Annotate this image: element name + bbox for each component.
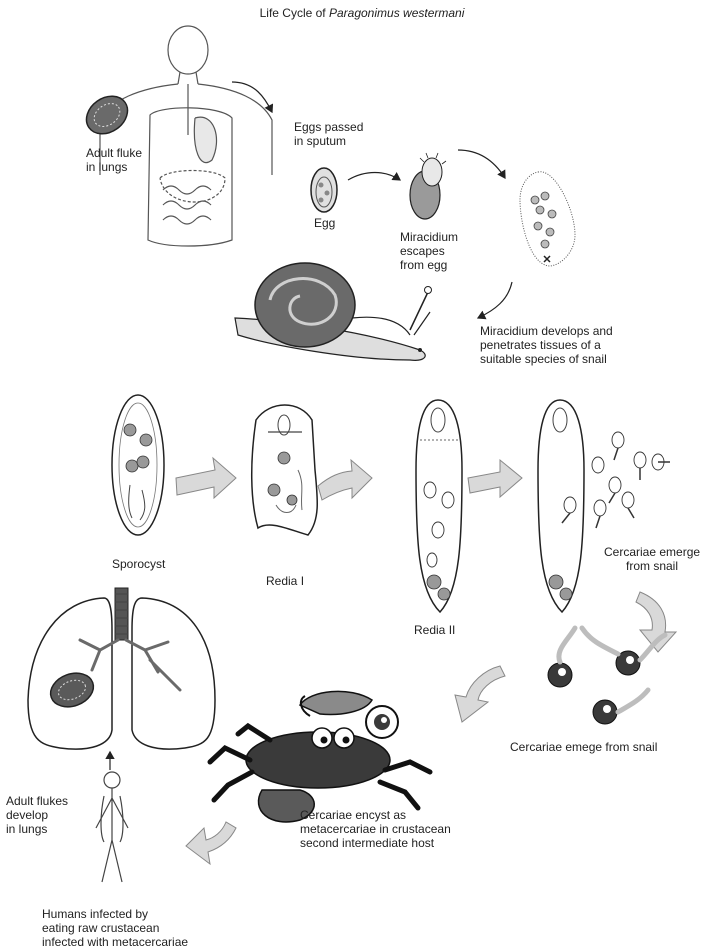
miracidium-body-figure [520,172,575,266]
redia-2-figure [416,400,462,612]
label-cercariae-emege: Cercariae emege from snail [510,740,657,754]
sporocyst-figure [112,395,164,535]
redia-1-figure [252,405,318,535]
label-line: in sputum [294,134,363,148]
label-line: suitable species of snail [480,352,613,366]
egg-figure [311,168,337,212]
arrow-to-snail [478,282,512,318]
label-line: Cercariae emege from snail [510,740,657,754]
label-cercariae-emerge: Cercariae emerge from snail [604,545,700,573]
label-line: Miracidium [400,230,458,244]
label-line: escapes [400,244,458,258]
label-line: second intermediate host [300,836,451,850]
label-redia-1: Redia I [266,574,304,588]
label-line: penetrates tissues of a [480,338,613,352]
lungs-figure [28,588,215,749]
label-adult-fluke-lungs: Adult fluke in lungs [86,146,142,174]
label-redia-2: Redia II [414,623,455,637]
label-cercariae-encyst: Cercariae encyst as metacercariae in cru… [300,808,451,850]
label-eggs-passed: Eggs passed in sputum [294,120,363,148]
arrow-egg-to-miracidium [348,173,400,181]
label-line: eating raw crustacean [42,921,188,935]
label-humans-infected: Humans infected by eating raw crustacean… [42,907,188,949]
block-arrow-to-crab [455,666,505,722]
redia-emerging-figure [538,400,670,612]
human-figure [96,772,128,882]
label-sporocyst: Sporocyst [112,557,165,571]
human-torso-figure [100,26,272,246]
label-line: from egg [400,258,458,272]
label-line: Adult flukes [6,794,68,808]
label-line: Egg [314,216,335,230]
label-line: Sporocyst [112,557,165,571]
label-line: from snail [604,559,700,573]
label-line: Cercariae emerge [604,545,700,559]
label-adult-flukes-develop: Adult flukes develop in lungs [6,794,68,836]
label-line: Eggs passed [294,120,363,134]
label-miracidium-develops: Miracidium develops and penetrates tissu… [480,324,613,366]
label-line: in lungs [6,822,68,836]
label-line: Redia I [266,574,304,588]
label-line: Humans infected by [42,907,188,921]
snail-figure [235,263,432,360]
label-line: infected with metacercariae [42,935,188,949]
label-line: Redia II [414,623,455,637]
arrow-miracidium-to-body [458,150,505,178]
block-arrows-row [176,458,522,500]
crab-figure [210,691,430,822]
label-line: Adult fluke [86,146,142,160]
label-line: in lungs [86,160,142,174]
block-arrow-to-humans [186,822,236,864]
label-line: metacercariae in crustacean [300,822,451,836]
free-cercariae-figure [548,628,665,724]
label-line: Miracidium develops and [480,324,613,338]
miracidium-figure [410,153,446,219]
label-line: develop [6,808,68,822]
label-line: Cercariae encyst as [300,808,451,822]
label-egg: Egg [314,216,335,230]
label-miracidium-escapes: Miracidium escapes from egg [400,230,458,272]
arrow-to-eggs [232,82,272,112]
